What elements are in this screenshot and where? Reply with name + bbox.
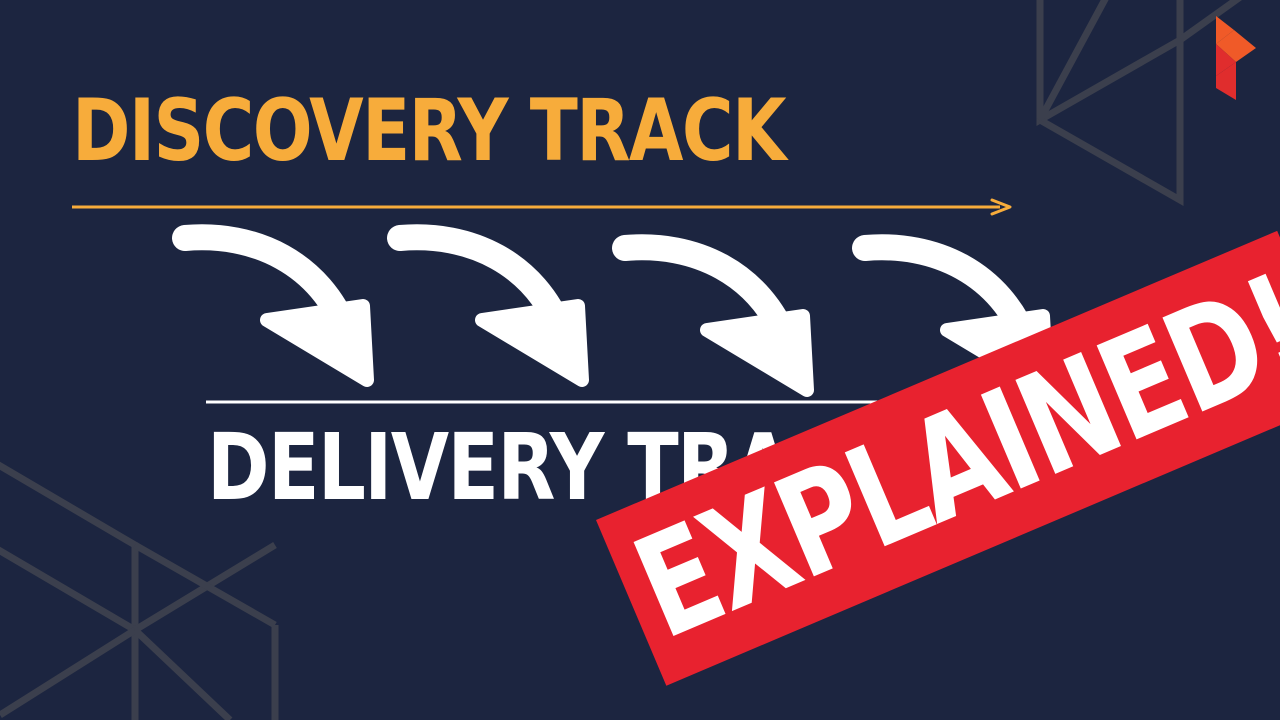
discovery-arrowhead-icon	[990, 198, 1012, 216]
discovery-track-title: DISCOVERY TRACK	[72, 81, 787, 181]
curved-arrow-icon	[185, 237, 367, 380]
logo-shard-4	[1216, 62, 1236, 100]
curved-arrow-icon	[400, 237, 582, 380]
logo-shard-2	[1216, 30, 1256, 62]
logo-shard-1	[1216, 16, 1234, 44]
brand-logo-icon	[1216, 16, 1256, 100]
logo-shard-3	[1216, 44, 1236, 76]
decor-lines	[0, 0, 1243, 720]
curved-arrow-icon	[625, 247, 807, 390]
